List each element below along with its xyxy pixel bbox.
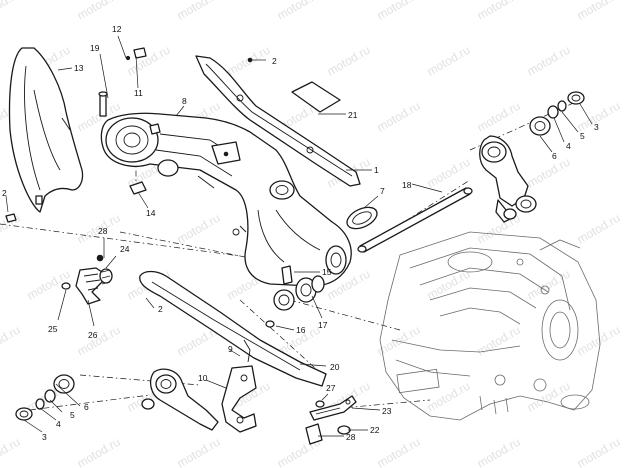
callout-2-left: 2: [2, 188, 7, 198]
hardware-bottom-right: [305, 395, 357, 445]
watermark-text: motod.ru: [0, 435, 23, 468]
watermark-text: motod.ru: [525, 267, 573, 303]
callout-28-left: 28: [98, 226, 108, 236]
watermark-text: motod.ru: [475, 435, 523, 468]
callout-26: 26: [88, 330, 98, 340]
fasteners-middle: [129, 57, 325, 328]
callout-5-left: 5: [70, 410, 75, 420]
watermark-text: motod.ru: [575, 211, 623, 247]
callout-25: 25: [48, 324, 58, 334]
callout-2-top: 2: [272, 56, 277, 66]
watermark-text: motod.ru: [525, 155, 573, 191]
watermark-text: motod.ru: [175, 0, 223, 23]
chain-guard-1: [195, 55, 361, 187]
watermark-text: motod.ru: [0, 323, 23, 359]
lower-linkage: [141, 368, 219, 431]
callout-2-mid: 2: [158, 304, 163, 314]
watermark-text: motod.ru: [425, 379, 473, 415]
watermark-text: motod.ru: [525, 43, 573, 79]
callout-13: 13: [74, 63, 84, 73]
watermark-text: motod.ru: [475, 323, 523, 359]
callout-24: 24: [120, 244, 130, 254]
watermark-text: motod.ru: [175, 435, 223, 468]
bolt-left-2: [5, 195, 43, 223]
leader-lines: [5, 35, 593, 437]
chain-slider-20: [139, 270, 327, 387]
callout-21: 21: [348, 110, 358, 120]
watermark-text: motod.ru: [375, 99, 423, 135]
callout-4-left: 4: [56, 419, 61, 429]
callout-labels: 1 2 2 2 3 3 4 4 5 5 6 6 7 8 9 10 11 12 1…: [2, 24, 599, 442]
callout-5-right: 5: [580, 131, 585, 141]
callout-4-right: 4: [566, 141, 571, 151]
callout-7: 7: [380, 186, 385, 196]
callout-18: 18: [402, 180, 412, 190]
watermark-text: motod.ru: [125, 43, 173, 79]
callout-15: 15: [322, 267, 332, 277]
bushing-set-upper: [529, 91, 585, 136]
callout-28-bottom: 28: [346, 432, 356, 442]
callout-19: 19: [90, 43, 100, 53]
callout-11: 11: [134, 88, 143, 98]
callout-23: 23: [382, 406, 392, 416]
callout-10: 10: [198, 373, 208, 383]
callout-9: 9: [228, 344, 233, 354]
callout-27: 27: [326, 383, 336, 393]
spring-assembly-left: [61, 254, 113, 305]
callout-6-right: 6: [552, 151, 557, 161]
swingarm-8: [100, 112, 352, 287]
callout-6-left: 6: [84, 402, 89, 412]
callout-1: 1: [374, 165, 379, 175]
bolts-top: [98, 47, 161, 135]
watermark-text: motod.ru: [175, 211, 223, 247]
callout-8: 8: [182, 96, 187, 106]
watermark-text: motod.ru: [425, 43, 473, 79]
engine-block: [379, 231, 601, 421]
callout-12: 12: [112, 24, 122, 34]
callout-3-right: 3: [594, 122, 599, 132]
watermark-text: motod.ru: [425, 155, 473, 191]
watermark-text: motod.ru: [375, 435, 423, 468]
watermark-text: motod.ru: [375, 323, 423, 359]
callout-22: 22: [370, 425, 380, 435]
pivot-axle-18: [357, 187, 473, 253]
suspension-linkage: [479, 135, 537, 223]
watermark-text: motod.ru: [275, 0, 323, 23]
watermark-text: motod.ru: [575, 435, 623, 468]
callout-20: 20: [330, 362, 340, 372]
bushing-set-lower: [15, 374, 75, 421]
cover-7: [346, 206, 378, 230]
callout-3-left: 3: [42, 432, 47, 442]
bracket-10: [221, 339, 257, 433]
watermark-text: motod.ru: [75, 323, 123, 359]
watermark-text: motod.ru: [0, 0, 23, 23]
callout-14: 14: [146, 208, 156, 218]
watermark-text: motod.ru: [475, 0, 523, 23]
watermark-text: motod.ru: [575, 0, 623, 23]
watermark-text: motod.ru: [75, 0, 123, 23]
callout-17: 17: [318, 320, 328, 330]
watermark-text: motod.ru: [325, 43, 373, 79]
watermark-text: motod.ru: [75, 435, 123, 468]
sticker-21: [291, 81, 341, 113]
rear-mudguard-13: [8, 47, 84, 213]
callout-16: 16: [296, 325, 306, 335]
watermark-text: motod.ru: [375, 0, 423, 23]
